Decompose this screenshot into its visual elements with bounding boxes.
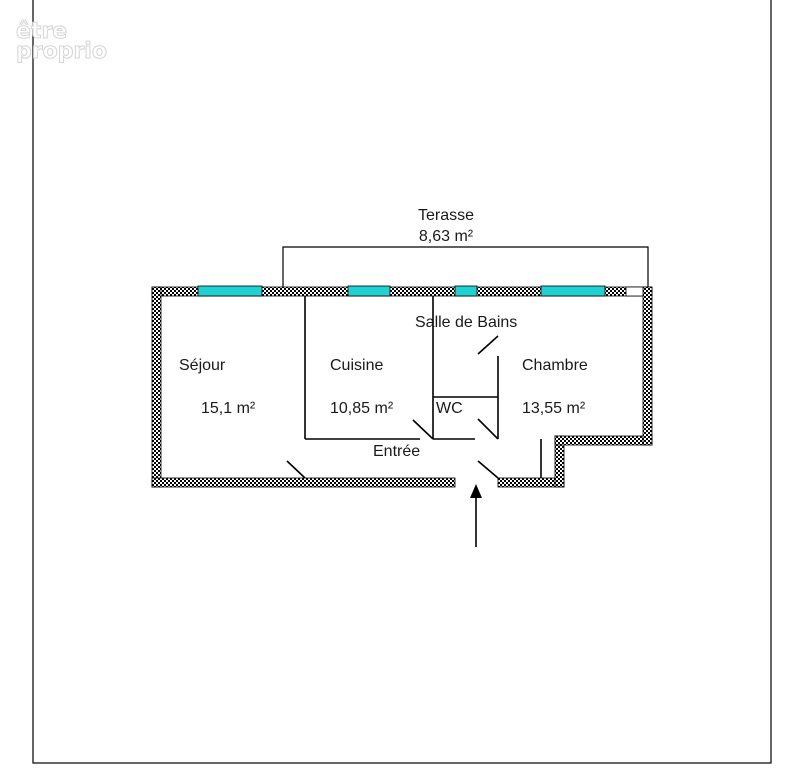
window-bedroom	[540, 285, 606, 297]
door-living	[286, 460, 306, 479]
door-bathroom	[477, 335, 499, 355]
label-kitchen: Cuisine	[330, 357, 383, 374]
page-border	[32, 0, 772, 764]
logo-line-1: être	[16, 19, 67, 44]
corner-window	[625, 286, 644, 297]
area-bedroom: 13,55 m²	[522, 400, 586, 417]
doors	[286, 335, 499, 479]
door-entrance	[477, 460, 499, 479]
label-terrace: Terasse	[418, 207, 474, 224]
label-living: Séjour	[179, 357, 226, 374]
door-kitchen	[412, 419, 434, 440]
window-bathroom	[454, 285, 478, 297]
terrace-outline	[282, 246, 649, 287]
label-bathroom: Salle de Bains	[415, 314, 517, 331]
label-wc: WC	[436, 400, 463, 417]
windows	[197, 285, 606, 297]
area-kitchen: 10,85 m²	[330, 400, 394, 417]
window-living	[197, 285, 263, 297]
logo-line-2: proprio	[16, 39, 107, 64]
area-living: 15,1 m²	[201, 400, 256, 417]
entrance-arrow	[470, 484, 482, 547]
door-wc	[477, 418, 499, 440]
area-terrace: 8,63 m²	[419, 228, 474, 245]
label-bedroom: Chambre	[522, 357, 588, 374]
window-kitchen	[347, 285, 391, 297]
label-entrance: Entrée	[373, 443, 420, 460]
interior-walls	[304, 296, 542, 478]
exterior-walls	[151, 286, 653, 488]
